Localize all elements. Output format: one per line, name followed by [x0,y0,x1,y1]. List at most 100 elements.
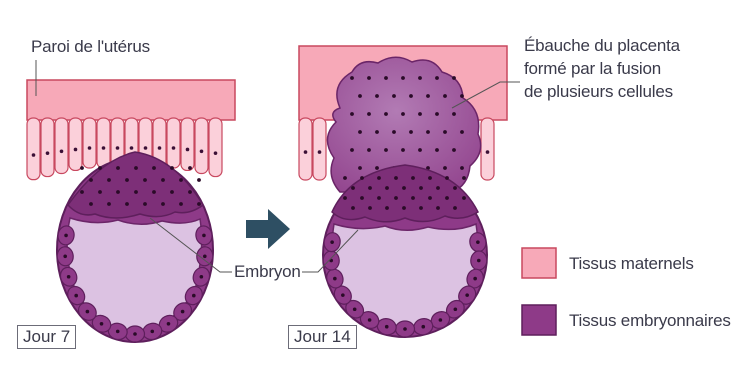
epithelial-cell [55,118,68,174]
cell-nucleus [80,190,84,194]
cell-nucleus [351,206,355,210]
cell-nucleus [214,151,218,155]
cell-nucleus [203,254,207,258]
cell-nucleus [161,202,165,206]
cell-nucleus [130,146,134,150]
epithelial-cell [313,118,326,180]
cell-nucleus [443,166,447,170]
cell-nucleus [392,130,396,134]
cell-nucleus [445,176,449,180]
day7-badge: Jour 7 [17,325,76,349]
epithelial-cell [41,118,54,177]
cell-nucleus [411,196,415,200]
cell-nucleus [477,259,481,263]
cell-nucleus [188,166,192,170]
cell-nucleus [402,206,406,210]
cell-nucleus [143,178,147,182]
cell-nucleus [200,150,204,154]
cell-nucleus [426,130,430,134]
cell-nucleus [486,150,490,154]
cell-nucleus [453,206,457,210]
cell-nucleus [418,76,422,80]
cell-nucleus [200,275,204,279]
cell-nucleus [107,202,111,206]
epithelial-cell [69,118,82,170]
cell-nucleus [98,190,102,194]
cell-nucleus [125,178,129,182]
cell-nucleus [64,234,68,238]
cell-nucleus [394,176,398,180]
cell-nucleus [179,178,183,182]
epithelial-cell [83,118,96,168]
cell-nucleus [385,325,389,329]
cell-nucleus [343,176,347,180]
cell-nucleus [152,166,156,170]
cell-nucleus [181,310,185,314]
cell-nucleus [170,166,174,170]
cell-nucleus [384,112,388,116]
cell-nucleus [384,148,388,152]
cell-nucleus [375,130,379,134]
cell-nucleus [402,186,406,190]
cell-nucleus [116,166,120,170]
cell-nucleus [318,150,322,154]
cell-nucleus [360,176,364,180]
cell-nucleus [375,94,379,98]
cell-nucleus [353,307,357,311]
placenta-label-line2: formé par la fusion [524,59,661,79]
cell-nucleus [100,322,104,326]
cell-nucleus [435,148,439,152]
cell-nucleus [418,148,422,152]
cell-nucleus [102,146,106,150]
cell-nucleus [350,76,354,80]
cell-nucleus [98,166,102,170]
cell-nucleus [88,146,92,150]
cell-nucleus [74,148,78,152]
cell-nucleus [46,151,50,155]
day14-illustration [299,46,507,337]
cell-nucleus [89,178,93,182]
cell-nucleus [443,130,447,134]
cell-nucleus [385,206,389,210]
day7-embryo [57,152,214,342]
epithelial-cell [97,118,110,168]
day14-badge: Jour 14 [288,325,357,349]
cell-nucleus [401,76,405,80]
cell-nucleus [465,293,469,297]
cell-nucleus [401,148,405,152]
cell-nucleus [368,206,372,210]
cell-nucleus [435,112,439,116]
cell-nucleus [63,254,67,258]
cell-nucleus [460,166,464,170]
cell-nucleus [152,190,156,194]
cell-nucleus [350,112,354,116]
cell-nucleus [367,76,371,80]
cell-nucleus [172,146,176,150]
legend-maternal-swatch [522,248,556,278]
cell-nucleus [150,330,154,334]
epithelial-cell [167,118,180,168]
cell-nucleus [421,325,425,329]
epithelial-cell [481,118,494,180]
day7-illustration [27,80,235,342]
cell-nucleus [74,294,78,298]
cell-nucleus [60,150,64,154]
day14-embryo [323,165,488,337]
cell-nucleus [445,196,449,200]
cell-nucleus [188,190,192,194]
cell-nucleus [170,190,174,194]
cell-nucleus [350,148,354,152]
cell-nucleus [134,166,138,170]
cell-nucleus [443,94,447,98]
cell-nucleus [86,310,90,314]
cell-nucleus [343,196,347,200]
cell-nucleus [409,130,413,134]
cell-nucleus [304,150,308,154]
cell-nucleus [116,330,120,334]
cell-nucleus [385,186,389,190]
legend-embryonic-swatch [522,305,556,335]
cell-nucleus [452,112,456,116]
cell-nucleus [158,146,162,150]
cell-nucleus [67,275,71,279]
cell-nucleus [454,307,458,311]
